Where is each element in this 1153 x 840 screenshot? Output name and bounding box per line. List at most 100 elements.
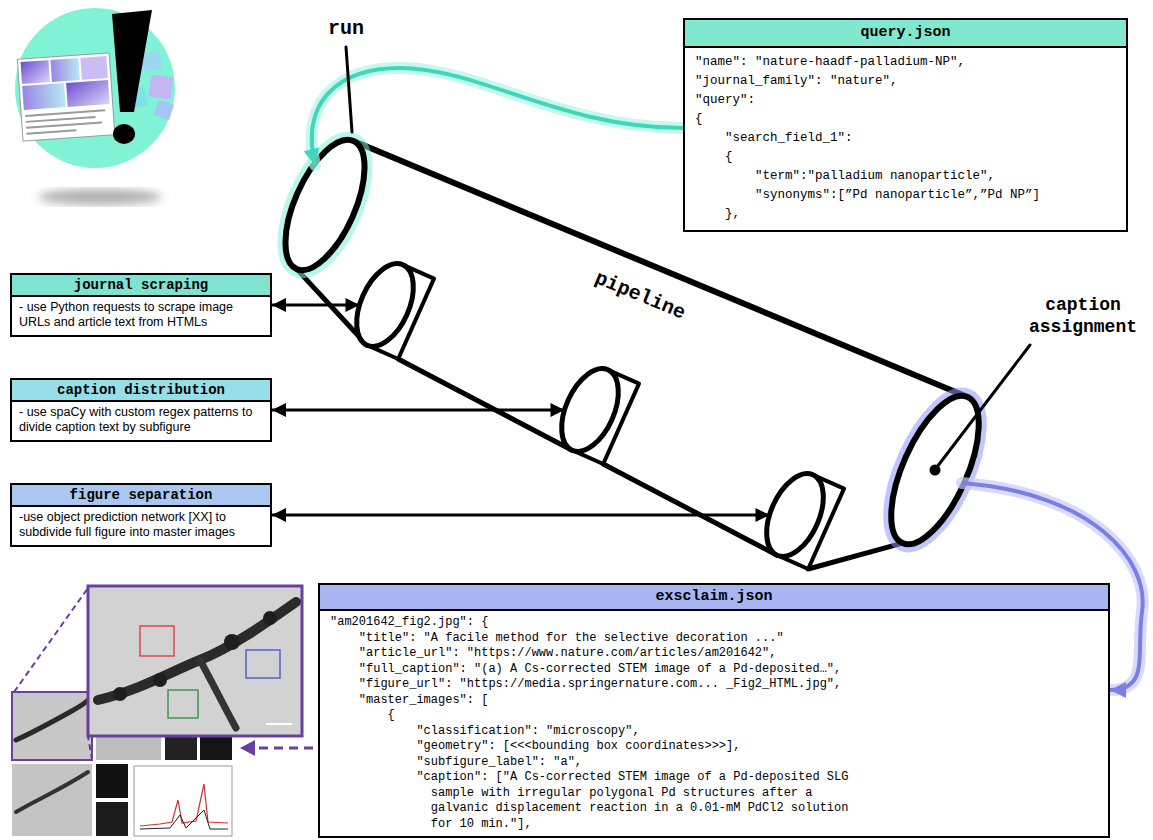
json-box: query.json"name": "nature-haadf-palladiu…	[683, 18, 1128, 232]
stage-box: caption distribution - use spaCy with cus…	[10, 378, 272, 442]
spectrum-line	[140, 810, 228, 829]
connector	[962, 483, 1143, 698]
label-wrap: caption assignment	[1020, 294, 1146, 338]
code-line: {	[695, 110, 703, 129]
leader-dot	[930, 465, 941, 476]
pipeline-mouth	[269, 129, 381, 281]
zoomed-image	[88, 586, 302, 736]
particle-chain	[200, 660, 236, 728]
json-box: exsclaim.json"am201642_fig2.jpg": {"titl…	[318, 583, 1110, 838]
stage-box: journal scraping- use Python requests to…	[10, 273, 272, 337]
box-heading: caption distribution	[12, 380, 270, 402]
icon-shadow	[38, 189, 162, 205]
description-text: - use spaCy with custom regex patterns t…	[19, 405, 263, 435]
box-body: - use Python requests to scrape image UR…	[12, 297, 270, 335]
box-heading: exsclaim.json	[320, 585, 1108, 611]
code-line: "caption": ["A Cs-corrected STEM image o…	[416, 770, 862, 832]
code-line: {	[330, 708, 395, 724]
arrowhead	[272, 508, 286, 522]
thumbnail-panel	[66, 80, 110, 107]
arrowhead	[756, 508, 770, 522]
code-line: "search_field_1":	[695, 129, 853, 148]
thumbnail-panel	[80, 56, 107, 80]
code-line: "full_caption": "(a) A Cs-corrected STEM…	[330, 662, 841, 678]
label-wrap: run	[316, 16, 376, 42]
thumbnail-text-line	[26, 122, 102, 129]
exclamation-bar	[112, 10, 152, 112]
figure-panel	[96, 802, 128, 836]
box-body: "am201642_fig2.jpg": {"title": "A facile…	[320, 611, 1108, 836]
particle	[153, 673, 167, 687]
thumbnail-text-line	[26, 129, 76, 134]
connector	[304, 68, 683, 165]
description-text: -use object prediction network [XX] to s…	[19, 510, 263, 540]
connector	[272, 298, 360, 312]
particle-chain	[16, 772, 88, 812]
region-box	[140, 626, 174, 656]
connector-line	[962, 483, 1143, 690]
geometry-pointer-head	[240, 740, 255, 756]
arrowhead	[304, 148, 320, 165]
particle-chain	[16, 698, 90, 740]
code-line: "figure_url": "https://media.springernat…	[330, 677, 841, 693]
pipeline-end-glow	[873, 384, 997, 556]
scale-bar	[266, 723, 292, 725]
zoom-line	[88, 736, 92, 760]
thumbnail-text-line	[25, 109, 105, 117]
icon-square	[149, 75, 174, 100]
thumbnail-text-line	[26, 116, 96, 123]
code-line: "subfigure_label": "a",	[330, 755, 582, 771]
code-line: {	[695, 148, 733, 167]
code-line: "classification": "microscopy",	[330, 724, 640, 740]
box-body: -use object prediction network [XX] to s…	[12, 507, 270, 545]
particle	[224, 634, 240, 650]
pipeline-body	[297, 141, 968, 555]
code-line: "geometry": [<<<bounding box coordinates…	[330, 739, 740, 755]
thumbnail-panel	[21, 60, 50, 84]
pipeline-edge	[808, 543, 902, 569]
connector-glow	[962, 483, 1143, 690]
pipeline-station	[550, 360, 630, 460]
thumbnail-panel	[50, 58, 79, 82]
stage-box: figure separation -use object prediction …	[10, 483, 272, 547]
geometry-pointer	[252, 747, 313, 750]
arrowhead	[1110, 682, 1126, 698]
description-text: - use Python requests to scrape image UR…	[19, 300, 263, 330]
box-heading: figure separation	[12, 485, 270, 507]
icon-circle	[15, 8, 175, 168]
exclamation-dot	[113, 124, 135, 144]
code-line: "article_url": "https://www.nature.com/a…	[330, 646, 776, 662]
icon-square	[154, 100, 174, 120]
code-line: "name": "nature-haadf-palladium-NP",	[695, 53, 965, 72]
pipeline-group	[269, 129, 997, 569]
arrowhead	[272, 298, 286, 312]
callout-label: run	[316, 16, 376, 42]
pipeline-edge	[398, 359, 572, 450]
pipeline-end	[873, 384, 997, 556]
pipeline-station	[755, 465, 835, 565]
code-line: "am201642_fig2.jpg": {	[330, 615, 488, 631]
connector-line	[272, 409, 565, 412]
particle	[263, 611, 277, 625]
particle	[113, 687, 127, 701]
spectrum-panel	[134, 766, 232, 836]
arrowhead	[346, 298, 360, 312]
thumbnail-panel	[22, 83, 66, 110]
zoom-frame	[88, 586, 302, 736]
connector	[272, 403, 565, 417]
connector-line	[272, 514, 770, 517]
icon-square	[142, 51, 163, 72]
callout-label: caption assignment	[1020, 294, 1146, 338]
thumbnail-frame	[17, 53, 114, 141]
code-line: "term":"palladium nanoparticle",	[695, 167, 995, 186]
connector	[272, 508, 770, 522]
pipeline-station	[345, 255, 425, 355]
pipeline-edge	[603, 464, 777, 555]
arrowhead	[272, 403, 286, 417]
code-line: "query":	[695, 91, 755, 110]
code-line: "journal_family": "nature",	[695, 72, 898, 91]
icon-thumbnail	[17, 53, 114, 141]
zoom-line	[14, 588, 88, 692]
figure-panel	[12, 764, 92, 836]
figure-panel	[96, 764, 128, 798]
